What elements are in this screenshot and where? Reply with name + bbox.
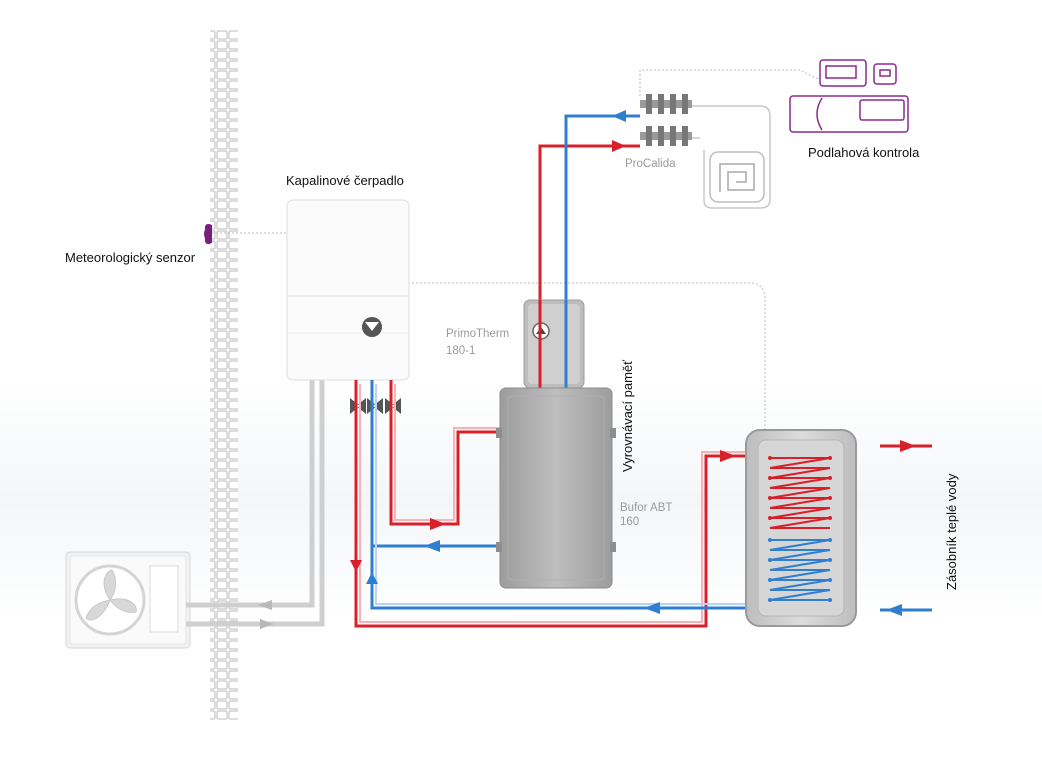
manifold-label: ProCalida — [625, 158, 676, 170]
buffer-tank — [496, 387, 616, 589]
manifold — [640, 94, 692, 146]
outdoor-unit — [65, 551, 191, 649]
floor-loop — [692, 105, 771, 209]
buffer-name-label: Bufor ABT — [620, 502, 673, 514]
module-name-label: PrimoTherm — [446, 328, 510, 340]
floor-control-devices — [789, 59, 909, 133]
tank-coil-hot — [769, 457, 831, 529]
brick-wall — [210, 30, 238, 720]
primotherm-module — [523, 299, 585, 389]
control-wiring — [212, 69, 821, 430]
module-model-label: 180-1 — [446, 345, 476, 357]
water-tank-label: Zásobník teplé vody — [944, 473, 959, 590]
heat-pump-indoor-unit — [286, 199, 410, 381]
buffer-model-label: 160 — [620, 516, 640, 528]
weather-sensor-icon — [204, 224, 212, 244]
buffer-title-label: Vyrovnávací paměť — [620, 359, 635, 472]
flow-arrows — [350, 110, 916, 616]
weather-sensor-label: Meteorologický senzor — [65, 250, 196, 265]
floor-control-label: Podlahová kontrola — [808, 145, 920, 160]
supply-pipes-light — [359, 384, 748, 623]
heat-pump-label: Kapalinové čerpadlo — [286, 173, 404, 188]
tank-coil-cold — [769, 539, 831, 601]
outdoor-pipes — [186, 370, 325, 627]
